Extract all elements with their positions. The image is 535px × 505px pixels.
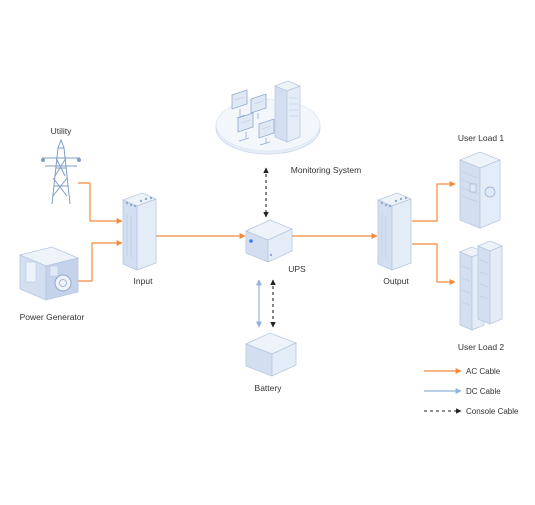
- power-generator-icon: [18, 246, 80, 301]
- legend-ac-label: AC Cable: [466, 367, 501, 376]
- user-load-1-icon: [458, 151, 502, 229]
- ac-cable-output-load1: [412, 181, 456, 222]
- input-label: Input: [134, 276, 154, 286]
- power-generator-label: Power Generator: [20, 312, 85, 322]
- utility-tower-icon: [41, 138, 81, 205]
- user-load-1-label: User Load 1: [458, 133, 505, 143]
- legend-console-label: Console Cable: [466, 407, 519, 416]
- output-label: Output: [383, 276, 409, 286]
- utility-label: Utility: [51, 126, 73, 136]
- ac-cable-output-load2: [412, 243, 456, 285]
- ups-device-icon: [244, 219, 294, 263]
- user-load-2-icon: [458, 240, 504, 331]
- node-labels: Utility Power Generator Input Monitoring…: [20, 126, 505, 393]
- legend: AC Cable DC Cable Console Cable: [424, 367, 519, 416]
- monitoring-system-icon: [215, 80, 321, 155]
- output-cabinet-icon: [376, 192, 413, 271]
- ac-cable-generator-input: [72, 240, 123, 282]
- input-cabinet-icon: [121, 192, 158, 271]
- monitoring-system-label: Monitoring System: [291, 165, 361, 175]
- ac-cable-utility-input: [78, 182, 123, 224]
- ups-label: UPS: [288, 264, 306, 274]
- battery-label: Battery: [255, 383, 283, 393]
- connections: [72, 167, 456, 328]
- battery-icon: [244, 332, 298, 377]
- user-load-2-label: User Load 2: [458, 342, 505, 352]
- legend-dc-label: DC Cable: [466, 387, 501, 396]
